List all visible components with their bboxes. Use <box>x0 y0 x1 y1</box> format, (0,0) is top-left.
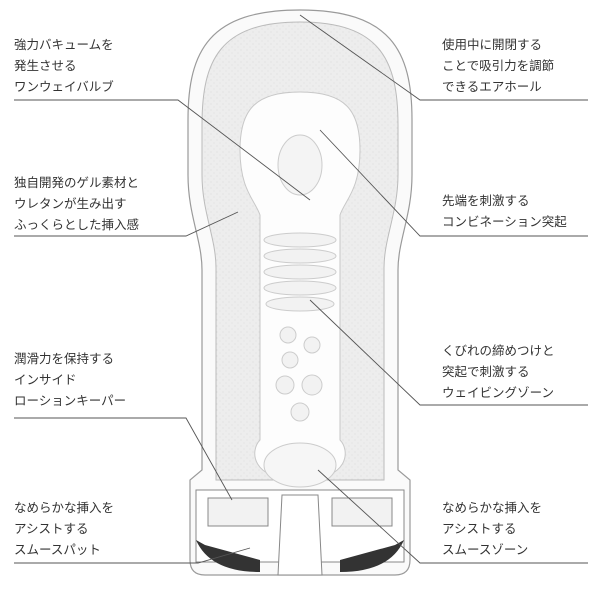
annotation-line: スムースゾーン <box>442 542 529 557</box>
annotation-line: インサイド <box>14 372 77 387</box>
smooth-pad-left <box>207 497 269 527</box>
annotation-line: 潤滑力を保持する <box>14 351 115 366</box>
leader-line-smooth-pad <box>14 547 251 564</box>
leader-line-combination-nubs <box>319 129 588 237</box>
annotation-lotion-keeper: 潤滑力を保持する インサイド ローションキーパー <box>14 348 126 411</box>
annotation-one-way-valve: 強力バキュームを 発生させる ワンウェイバルブ <box>14 34 114 97</box>
annotation-line: 使用中に開閉する <box>442 37 543 52</box>
annotation-line: なめらかな挿入を <box>442 500 543 515</box>
leader-line-lotion-keeper <box>14 417 233 501</box>
annotation-line: スムースパット <box>14 542 101 557</box>
smooth-zone <box>263 442 337 488</box>
entry-opening <box>277 494 323 576</box>
annotation-air-hole: 使用中に開閉する ことで吸引力を調節 できるエアホール <box>442 34 554 97</box>
leader-line-smooth-zone <box>317 469 588 564</box>
waving-zone-ridges <box>263 232 337 312</box>
annotation-line: ウレタンが生み出す <box>14 196 127 211</box>
annotation-line: 独自開発のゲル素材と <box>14 175 140 190</box>
leader-line-gel-urethane <box>14 211 239 237</box>
annotation-line: ローションキーパー <box>14 393 127 408</box>
annotation-smooth-zone: なめらかな挿入を アシストする スムースゾーン <box>442 497 542 560</box>
tip-nodule-cluster <box>277 134 323 196</box>
annotation-line: 突起で刺激する <box>442 364 530 379</box>
annotation-line: ふっくらとした挿入感 <box>14 217 140 232</box>
annotation-gel-urethane: 独自開発のゲル素材と ウレタンが生み出す ふっくらとした挿入感 <box>14 172 139 235</box>
annotation-line: 発生させる <box>14 58 77 73</box>
leader-line-waving-zone <box>309 299 588 406</box>
annotation-line: アシストする <box>442 521 517 536</box>
annotation-line: できるエアホール <box>442 79 542 94</box>
annotation-line: コンビネーション突起 <box>442 214 567 229</box>
base-shadow <box>196 540 404 572</box>
annotation-line: くびれの締めつけと <box>442 343 555 358</box>
annotation-line: 強力バキュームを <box>14 37 114 52</box>
annotation-line: アシストする <box>14 521 89 536</box>
annotation-line: ことで吸引力を調節 <box>442 58 555 73</box>
annotation-line: なめらかな挿入を <box>14 500 115 515</box>
leader-line-one-way-valve <box>14 99 311 201</box>
annotation-smooth-pad: なめらかな挿入を アシストする スムースパット <box>14 497 114 560</box>
annotation-line: ウェイビングゾーン <box>442 385 555 400</box>
smooth-pad-right <box>331 497 393 527</box>
leader-line-air-hole <box>299 14 588 101</box>
annotation-line: 先端を刺激する <box>442 193 530 208</box>
annotation-waving-zone: くびれの締めつけと 突起で刺激する ウェイビングゾーン <box>442 340 555 403</box>
annotation-line: ワンウェイバルブ <box>14 79 114 94</box>
annotation-combination-nubs: 先端を刺激する コンビネーション突起 <box>442 190 567 232</box>
nub-zone <box>275 326 323 422</box>
